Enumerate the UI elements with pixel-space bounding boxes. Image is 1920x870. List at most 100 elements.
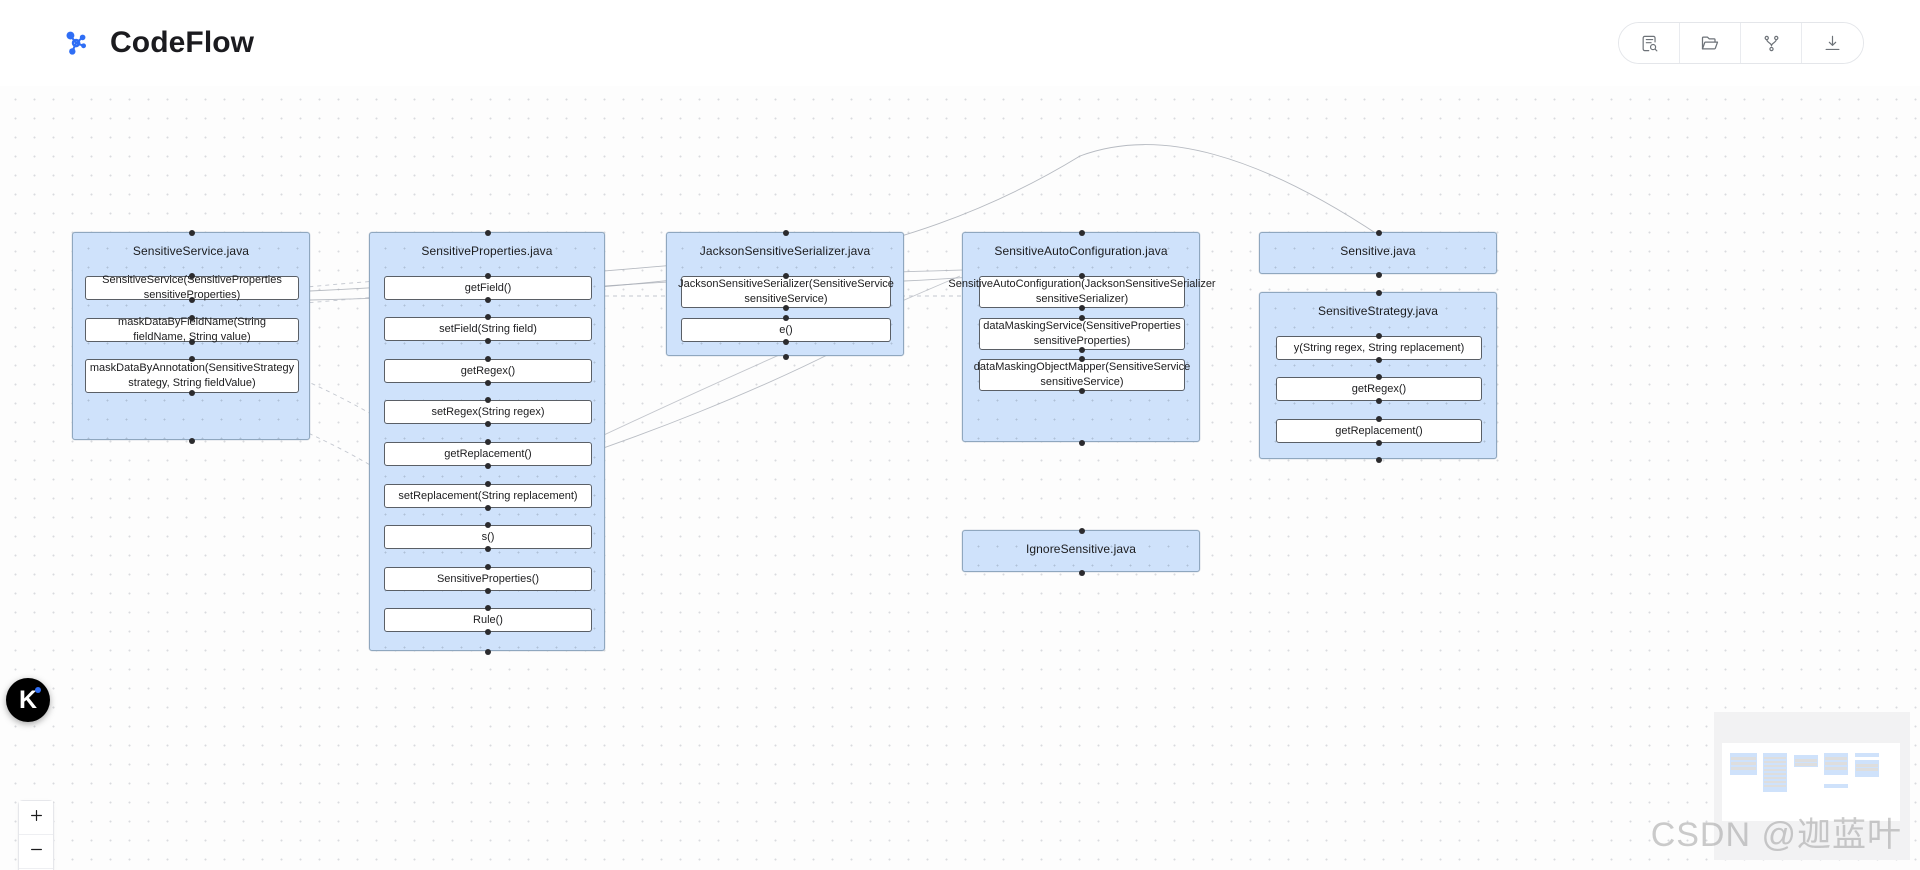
git-branch-icon [1762, 34, 1781, 53]
minimap-method [1856, 768, 1878, 771]
method-box[interactable]: dataMaskingService(SensitiveProperties s… [979, 318, 1185, 350]
status-dot [35, 687, 41, 693]
minimap-method [1764, 773, 1786, 776]
node-ignore-sensitive[interactable]: IgnoreSensitive.java [962, 528, 1200, 576]
method-box[interactable]: SensitiveAutoConfiguration(JacksonSensit… [948, 276, 1216, 308]
method-port-top [1079, 273, 1085, 279]
node-jackson-sensitive-serializer[interactable]: JacksonSensitiveSerializer.java JacksonS… [666, 230, 904, 360]
method-port-top [485, 481, 491, 487]
method-box[interactable]: dataMaskingObjectMapper(SensitiveService… [974, 359, 1190, 391]
method-port-top [1376, 333, 1382, 339]
minimap-method [1825, 762, 1847, 765]
open-folder-button[interactable] [1680, 23, 1741, 63]
node-port-bottom [1376, 272, 1382, 278]
method-port-top [189, 273, 195, 279]
method-port-bottom [189, 339, 195, 345]
document-search-icon [1640, 34, 1659, 53]
method-port-top [485, 564, 491, 570]
header-toolbar [1618, 22, 1864, 64]
method-box[interactable]: setField(String field) [384, 317, 592, 341]
node-port-top [485, 230, 491, 236]
method-port-top [1079, 315, 1085, 321]
method-port-bottom [1079, 388, 1085, 394]
method-port-bottom [485, 505, 491, 511]
minimap-method [1764, 777, 1786, 780]
brand: CodeFlow [62, 26, 254, 60]
zoom-controls [18, 800, 54, 870]
method-port-bottom [189, 297, 195, 303]
minimap-method [1764, 761, 1786, 764]
minimap-method [1856, 764, 1878, 767]
assistant-badge[interactable]: K [6, 678, 50, 722]
minimap-method [1764, 757, 1786, 760]
edge-layer [189, 144, 1381, 616]
method-port-top [189, 356, 195, 362]
node-title: Sensitive.java [1340, 244, 1416, 258]
minimap-viewport [1722, 743, 1900, 821]
folder-open-icon [1700, 33, 1720, 53]
minimap-node [1824, 784, 1848, 788]
minimap-method [1731, 767, 1756, 770]
branch-button[interactable] [1741, 23, 1802, 63]
method-box[interactable]: setReplacement(String replacement) [384, 484, 592, 508]
node-sensitive[interactable]: Sensitive.java [1259, 230, 1497, 278]
method-port-top [485, 356, 491, 362]
method-port-top [1376, 416, 1382, 422]
method-port-bottom [783, 305, 789, 311]
node-sensitive-service[interactable]: SensitiveService.java SensitiveService(S… [72, 230, 310, 444]
node-port-top [1079, 230, 1085, 236]
method-port-top [485, 314, 491, 320]
minimap-method [1764, 781, 1786, 784]
method-port-bottom [1079, 347, 1085, 353]
method-port-bottom [485, 380, 491, 386]
method-box[interactable]: y(String regex, String replacement) [1276, 336, 1482, 360]
method-port-top [485, 439, 491, 445]
minimap[interactable] [1714, 712, 1910, 860]
analyze-code-button[interactable] [1619, 23, 1680, 63]
node-port-top [1376, 230, 1382, 236]
node-title: IgnoreSensitive.java [1025, 542, 1137, 556]
method-box[interactable]: JacksonSensitiveSerializer(SensitiveServ… [678, 276, 894, 308]
node-port-bottom [1079, 440, 1085, 446]
method-port-top [1079, 356, 1085, 362]
minimap-method [1795, 759, 1817, 762]
zoom-in-button[interactable] [19, 801, 53, 835]
minimap-method [1731, 762, 1756, 765]
minimap-method [1825, 757, 1847, 760]
method-port-bottom [485, 297, 491, 303]
node-port-bottom [783, 354, 789, 360]
method-port-bottom [783, 339, 789, 345]
method-box[interactable]: maskDataByAnnotation(SensitiveStrategy s… [85, 359, 299, 393]
node-title: SensitiveAutoConfiguration.java [994, 244, 1168, 258]
method-box[interactable]: SensitiveService(SensitiveProperties sen… [85, 274, 299, 301]
zoom-in-icon [29, 808, 44, 828]
node-title: JacksonSensitiveSerializer.java [699, 244, 871, 258]
export-button[interactable] [1802, 23, 1863, 63]
method-port-bottom [1376, 357, 1382, 363]
node-sensitive-strategy[interactable]: SensitiveStrategy.java y(String regex, S… [1259, 290, 1497, 463]
method-port-top [783, 273, 789, 279]
node-port-top [783, 230, 789, 236]
zoom-out-button[interactable] [19, 835, 53, 869]
minimap-method [1764, 785, 1786, 788]
node-title: SensitiveService.java [132, 244, 250, 258]
download-icon [1823, 34, 1842, 53]
graph-canvas[interactable]: SensitiveService.java SensitiveService(S… [0, 86, 1920, 870]
method-port-top [783, 315, 789, 321]
node-title: SensitiveProperties.java [421, 244, 553, 258]
watermark: CSDN @迦蓝叶 [1650, 816, 1902, 854]
method-port-top [485, 397, 491, 403]
method-port-bottom [485, 546, 491, 552]
method-box[interactable]: maskDataByFieldName(String fieldName, St… [85, 316, 299, 343]
node-sensitive-properties[interactable]: SensitiveProperties.java getField() setF… [369, 230, 605, 655]
node-port-bottom [189, 438, 195, 444]
minimap-method [1764, 769, 1786, 772]
node-sensitive-auto-configuration[interactable]: SensitiveAutoConfiguration.java Sensitiv… [948, 230, 1216, 446]
method-port-bottom [485, 421, 491, 427]
node-port-bottom [1376, 457, 1382, 463]
method-port-top [1376, 374, 1382, 380]
method-port-top [485, 522, 491, 528]
assistant-badge-letter: K [18, 685, 38, 714]
minimap-method [1764, 765, 1786, 768]
method-port-bottom [485, 463, 491, 469]
